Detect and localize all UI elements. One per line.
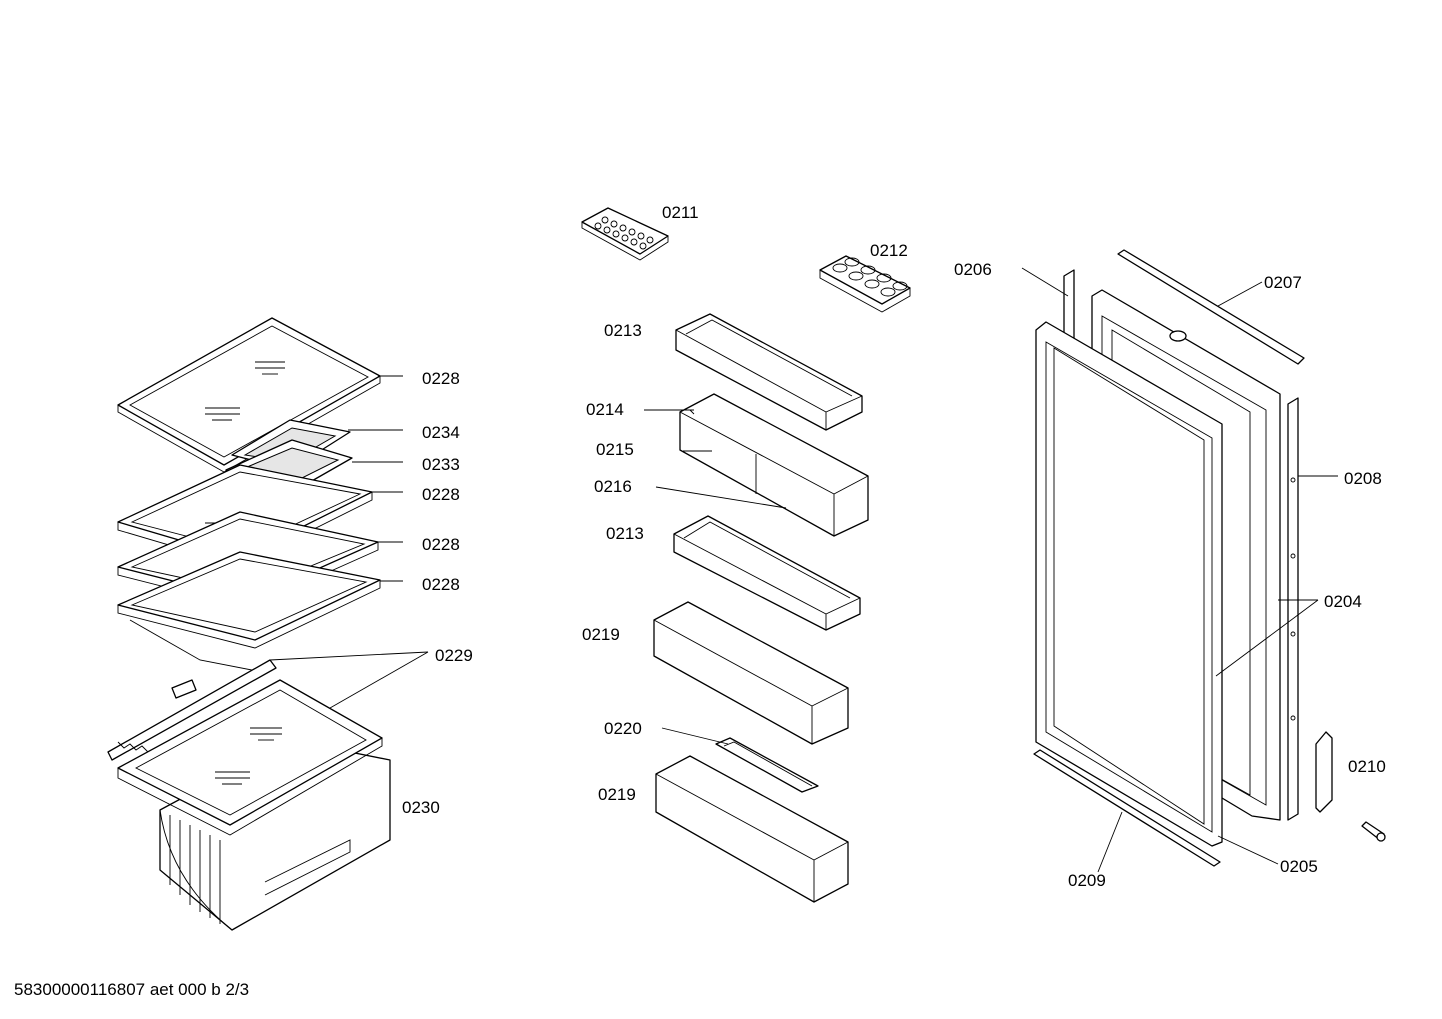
label-0230: 0230 xyxy=(402,798,440,817)
door-shelf-0213-top xyxy=(675,313,863,431)
leader-lines-left xyxy=(269,375,429,709)
label-0215: 0215 xyxy=(596,440,634,459)
label-0219-top: 0219 xyxy=(582,625,620,644)
label-0233: 0233 xyxy=(422,455,460,474)
label-0212: 0212 xyxy=(870,241,908,260)
bottle-shelf-0219-bottom xyxy=(655,755,849,903)
label-0210: 0210 xyxy=(1348,757,1386,776)
label-0220: 0220 xyxy=(604,719,642,738)
callout-labels: 0211 0212 0213 0214 0215 0216 0213 0219 … xyxy=(402,203,1386,890)
ice-tray-0211 xyxy=(581,207,669,261)
butter-compartment-0214-0216 xyxy=(679,393,869,537)
label-0234: 0234 xyxy=(422,423,460,442)
label-0211: 0211 xyxy=(662,203,699,222)
door-shelf-0213-mid xyxy=(673,515,861,631)
label-0206: 0206 xyxy=(954,260,992,279)
label-0209: 0209 xyxy=(1068,871,1106,890)
document-id-footer: 58300000116807 aet 000 b 2/3 xyxy=(14,980,250,999)
label-0228-top: 0228 xyxy=(422,369,460,388)
shelf-0228-fourth xyxy=(117,551,381,673)
shelf-0228-top xyxy=(117,317,381,473)
label-0208: 0208 xyxy=(1344,469,1382,488)
strip-0209 xyxy=(1033,749,1221,867)
label-0213-mid: 0213 xyxy=(606,524,644,543)
egg-tray-0212 xyxy=(819,255,911,313)
label-0214: 0214 xyxy=(586,400,624,419)
screw-icon xyxy=(1361,821,1386,842)
rail-0229 xyxy=(107,659,277,761)
leader-lines-right xyxy=(1021,267,1338,873)
label-0228-fourth: 0228 xyxy=(422,575,460,594)
label-0219-bottom: 0219 xyxy=(598,785,636,804)
strip-0208 xyxy=(1287,397,1299,821)
bottle-shelf-0219-top xyxy=(653,601,849,745)
leader-lines-middle xyxy=(644,409,787,745)
label-0228-second: 0228 xyxy=(422,485,460,504)
label-0229: 0229 xyxy=(435,646,473,665)
label-0216: 0216 xyxy=(594,477,632,496)
label-0207: 0207 xyxy=(1264,273,1302,292)
label-0205: 0205 xyxy=(1280,857,1318,876)
hinge-0210 xyxy=(1315,731,1333,813)
glass-cover-0229 xyxy=(117,679,383,836)
strip-0207 xyxy=(1117,249,1305,365)
label-0213-top: 0213 xyxy=(604,321,642,340)
gasket-0205 xyxy=(1035,321,1223,847)
label-0228-third: 0228 xyxy=(422,535,460,554)
bottle-holder-0220 xyxy=(715,737,819,793)
label-0204: 0204 xyxy=(1324,592,1362,611)
